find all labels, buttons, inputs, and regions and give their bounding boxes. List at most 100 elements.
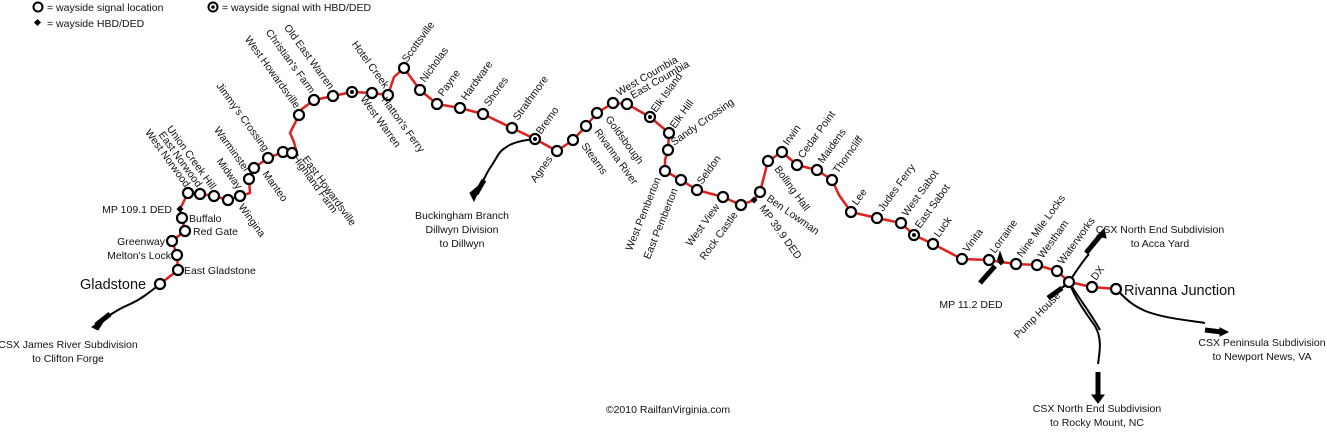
signal-hbd-dot <box>648 115 652 119</box>
station-label-gladstone: Gladstone <box>80 277 146 293</box>
signal-icon <box>430 97 444 111</box>
credit-text: ©2010 RailfanVirginia.com <box>606 404 731 416</box>
station-label-pump-house: Pump House <box>1012 290 1064 342</box>
station-label-hotel-creek: Hotel Creek <box>349 39 392 92</box>
signal-icon <box>1050 264 1064 278</box>
signal-icon <box>261 151 275 165</box>
signal-icon <box>620 97 634 111</box>
station-label-east-gladstone: East Gladstone <box>184 265 256 277</box>
station-markers <box>153 61 1123 296</box>
signal-icon <box>32 1 44 13</box>
station-label-east-howardsville: East Howardsville <box>300 154 359 229</box>
station-label-dx: DX <box>1089 264 1107 283</box>
signal-icon <box>171 263 185 277</box>
signal-icon <box>207 189 221 203</box>
signal-icon <box>606 96 620 110</box>
station-label-greenway: Greenway <box>117 236 166 248</box>
legend-hbd-label: = wayside HBD/DED <box>47 18 145 30</box>
signal-icon <box>926 237 940 251</box>
signal-icon <box>690 183 704 197</box>
station-label-red-gate: Red Gate <box>193 226 238 238</box>
station-label-melton-s-lock: Melton's Lock <box>107 250 172 262</box>
signal-icon <box>397 61 411 75</box>
signal-icon <box>566 133 580 147</box>
buckingham-note-line2: Dillwyn Division <box>426 224 499 236</box>
peninsula-note-line2: to Newport News, VA <box>1212 351 1311 363</box>
signal-icon <box>233 189 247 203</box>
signal-icon <box>413 83 427 97</box>
signal-icon <box>753 185 767 199</box>
signal-icon <box>242 172 256 186</box>
signal-icon <box>453 101 467 115</box>
rocky-mount-note-line1: CSX North End Subdivision <box>1033 403 1162 415</box>
station-label-shores: Shores <box>482 75 511 109</box>
signal-icon <box>165 234 179 248</box>
signal-icon <box>1109 282 1123 296</box>
hbd-icon <box>33 18 42 27</box>
signal-icon <box>221 193 235 207</box>
signal-icon <box>870 211 884 225</box>
station-label-irwin: Irwin <box>781 123 804 148</box>
signal-icon <box>955 252 969 266</box>
signal-icon <box>153 277 167 291</box>
station-label-agnes: Agnes <box>528 154 555 185</box>
branch-arrows <box>91 178 1230 404</box>
james-river-note-line2: to Clifton Forge <box>32 353 104 365</box>
station-label-bremo: Bremo <box>534 105 562 137</box>
acca-note-line2: to Acca Yard <box>1131 238 1190 250</box>
buckingham-note-line1: Buckingham Branch <box>415 210 509 222</box>
station-label-seldon: Seldon <box>695 153 724 187</box>
legend-signal-label: = wayside signal location <box>47 2 164 14</box>
signal-icon <box>476 107 490 121</box>
acca-note-line1: CSX North End Subdivision <box>1096 224 1225 236</box>
signal-hbd-dot <box>211 5 215 9</box>
signal-icon <box>505 121 519 135</box>
signal-icon <box>844 205 858 219</box>
station-label-manteo: Manteo <box>260 169 290 205</box>
buckingham-branch-line <box>479 138 536 187</box>
signal-icon <box>1062 275 1076 289</box>
peninsula-note-line1: CSX Peninsula Subdivision <box>1198 337 1325 349</box>
signal-hbd-dot <box>912 233 916 237</box>
signal-icon <box>181 186 195 200</box>
station-label-rivanna-junction: Rivanna Junction <box>1124 283 1235 299</box>
signal-icon <box>381 88 395 102</box>
station-label-luck: Luck <box>932 214 955 240</box>
station-label-lorraine: Lorraine <box>988 217 1020 255</box>
signal-icon <box>178 224 192 238</box>
station-label-mp-109-1-ded: MP 109.1 DED <box>102 204 172 216</box>
signal-icon <box>193 187 207 201</box>
signal-icon <box>674 173 688 187</box>
signal-icon <box>285 146 299 160</box>
legend-signal-hbd-label: = wayside signal with HBD/DED <box>222 2 372 14</box>
signal-icon <box>825 173 839 187</box>
signal-icon <box>579 119 593 133</box>
buckingham-note-line3: to Dillwyn <box>440 238 485 250</box>
signal-icon <box>982 253 996 267</box>
station-label-vinita: Vinita <box>961 226 986 254</box>
signal-icon <box>175 211 189 225</box>
signal-icon <box>894 216 908 230</box>
signal-icon <box>1030 258 1044 272</box>
signal-icon <box>170 248 184 262</box>
hbd-icon <box>997 258 1005 266</box>
hbd-icon <box>176 205 184 213</box>
signal-icon <box>1085 280 1099 294</box>
signal-icon <box>761 154 775 168</box>
peninsula-branch-line <box>1115 288 1206 324</box>
signal-icon <box>775 145 789 159</box>
signal-icon <box>734 198 748 212</box>
station-label-mp-11-2-ded: MP 11.2 DED <box>939 299 1003 311</box>
signal-icon <box>716 190 730 204</box>
hbd-icon <box>750 196 758 204</box>
signal-hbd-dot <box>350 90 354 94</box>
signal-hbd-dot <box>533 137 537 141</box>
signal-icon <box>658 164 672 178</box>
signal-icon <box>790 158 804 172</box>
station-label-buffalo: Buffalo <box>189 213 222 225</box>
rocky-mount-note-line2: to Rocky Mount, NC <box>1050 417 1144 429</box>
signal-icon <box>661 143 675 157</box>
arrow-down-icon <box>1091 394 1105 404</box>
james-river-branch-line <box>104 283 161 319</box>
